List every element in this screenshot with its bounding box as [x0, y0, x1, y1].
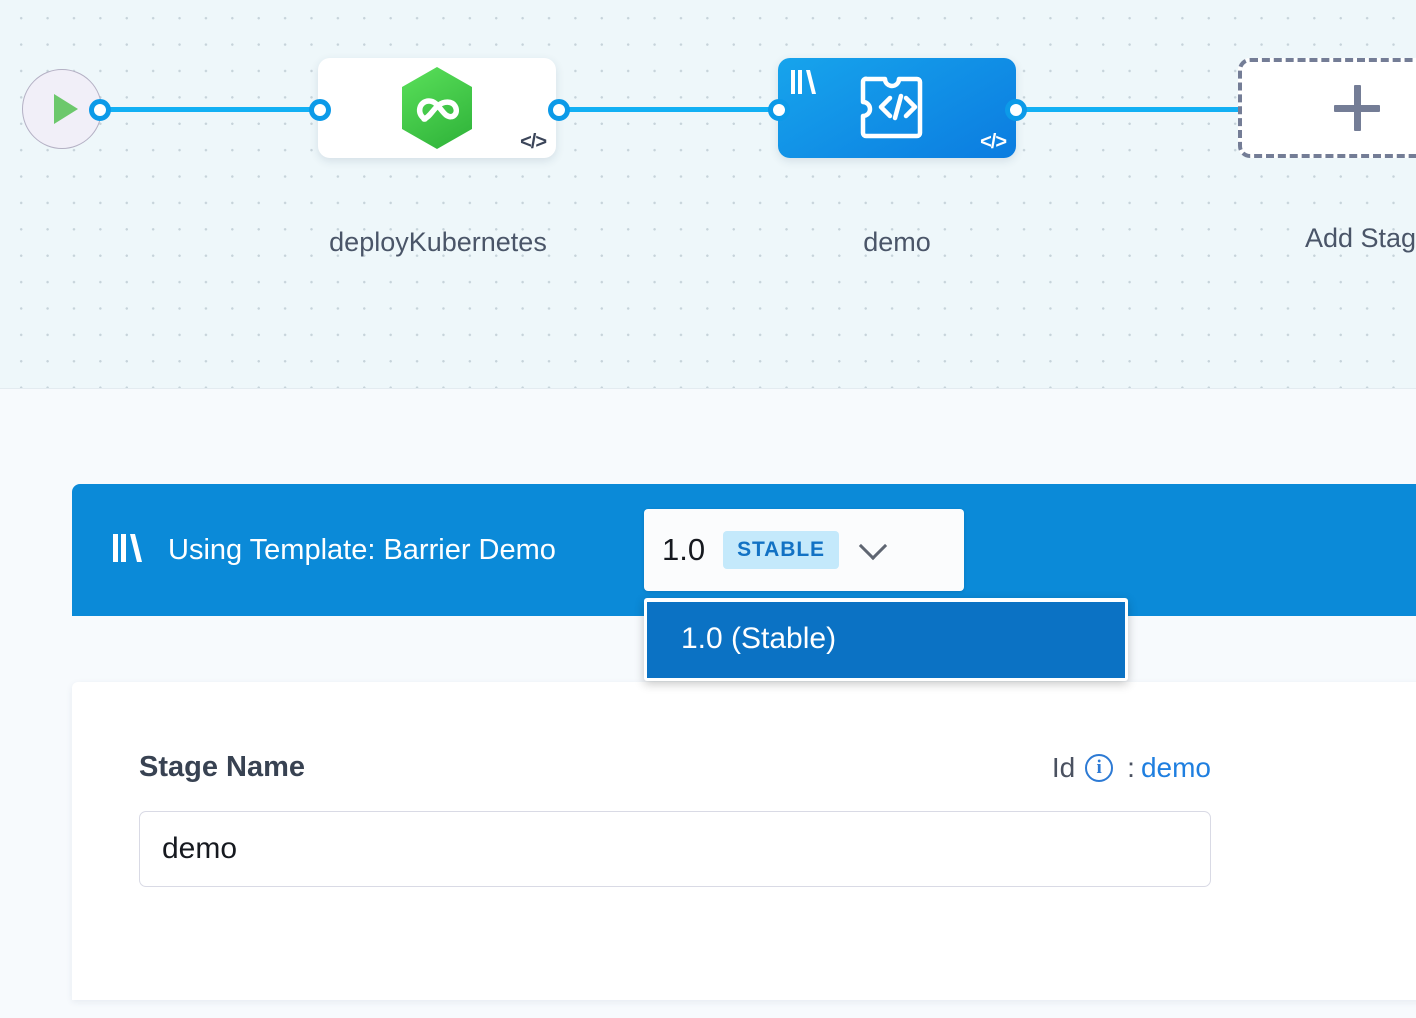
edge-deploy-to-demo — [548, 107, 788, 112]
pipeline-canvas[interactable]: </> </> deployKubernetes demo Add S — [0, 0, 1416, 389]
template-version-badge: STABLE — [723, 531, 839, 569]
id-label: Id — [1051, 751, 1076, 783]
stage-name-input[interactable] — [139, 811, 1211, 887]
template-version-select[interactable]: 1.0 STABLE — [644, 509, 964, 591]
template-version-dropdown[interactable]: 1.0 (Stable) — [644, 598, 1128, 681]
id-value: demo — [1140, 751, 1211, 783]
stage-id-display: Id i : demo — [1052, 752, 1211, 784]
stage-node-demo[interactable]: </> — [778, 58, 1016, 158]
stage-name-row: Stage Name Id i : demo — [139, 751, 1211, 784]
connector-dot-demo-out[interactable] — [1005, 99, 1027, 121]
edge-demo-to-addstage — [1008, 107, 1268, 112]
harness-hexagon-icon — [399, 65, 475, 151]
connector-dot-demo-in[interactable] — [768, 99, 790, 121]
plus-icon — [1330, 81, 1384, 135]
template-version-value: 1.0 — [662, 532, 706, 567]
template-bars-icon — [112, 532, 146, 569]
template-bars-icon — [790, 68, 820, 101]
using-template-bar: Using Template: Barrier Demo — [72, 484, 1416, 616]
add-stage-node[interactable] — [1238, 58, 1416, 158]
stage-config-panel: Using Template: Barrier Demo Stage Name … — [0, 389, 1416, 1018]
edge-start-to-deploy — [96, 107, 328, 112]
code-icon: </> — [980, 131, 1007, 153]
id-separator: : — [1127, 751, 1135, 783]
template-version-option[interactable]: 1.0 (Stable) — [647, 602, 1125, 678]
info-circle-icon[interactable]: i — [1085, 753, 1114, 782]
using-template-text: Using Template: Barrier Demo — [168, 533, 556, 566]
connector-dot-start-out[interactable] — [89, 99, 111, 121]
stage-node-deploykubernetes[interactable]: </> — [318, 58, 556, 158]
stage-name-label: Stage Name — [139, 751, 306, 783]
chevron-down-icon[interactable] — [858, 531, 888, 561]
play-icon — [54, 94, 78, 124]
pipeline-start-node[interactable] — [22, 69, 102, 149]
connector-dot-deploy-in[interactable] — [309, 99, 331, 121]
stage-label-deploykubernetes: deployKubernetes — [329, 227, 547, 257]
code-icon: </> — [520, 131, 547, 153]
template-puzzle-code-icon — [860, 69, 934, 148]
add-stage-label: Add Stage — [1304, 223, 1416, 253]
stage-label-demo: demo — [863, 227, 931, 257]
stage-details-card: Stage Name Id i : demo — [72, 682, 1416, 1000]
connector-dot-deploy-out[interactable] — [548, 99, 570, 121]
